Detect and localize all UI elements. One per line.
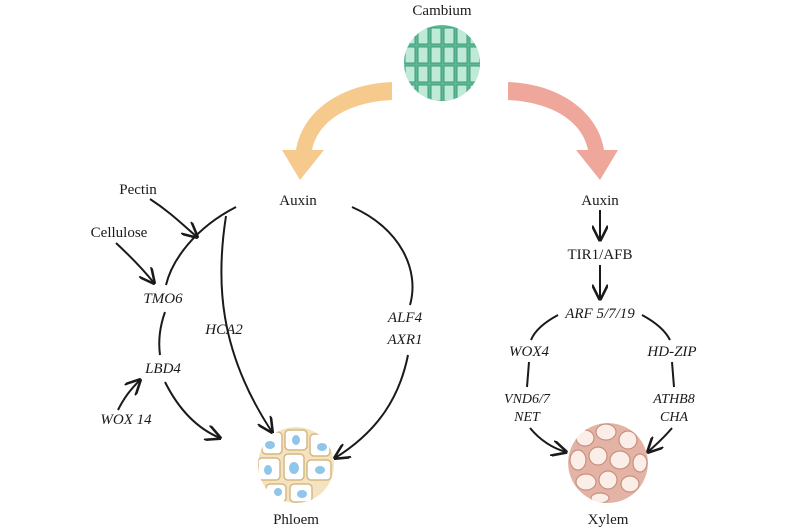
- phloem-label: Phloem: [273, 512, 319, 528]
- cellulose-arrow: [115, 242, 154, 283]
- axr1-label: AXR1: [387, 332, 423, 348]
- net-label: NET: [513, 410, 541, 425]
- arf-to-hdzip-line: [641, 314, 671, 341]
- left-curved-arrow: [282, 82, 392, 180]
- alf4-label: ALF4: [387, 310, 423, 326]
- auxin-left-label: Auxin: [279, 193, 317, 209]
- tmo6-label: TMO6: [143, 291, 183, 307]
- hdzip-to-athb8-line: [671, 361, 675, 388]
- right-curved-arrow: [508, 82, 618, 180]
- lbd4-to-phloem-arrow: [164, 381, 220, 438]
- pectin-arrow: [149, 198, 197, 237]
- hd-zip-label: HD-ZIP: [646, 344, 696, 360]
- auxin-right-label: Auxin: [581, 193, 619, 209]
- athb8-to-xylem-arrow: [648, 427, 673, 452]
- xylem-pathway-lines: [526, 210, 675, 452]
- wox4-label: WOX4: [509, 344, 549, 360]
- auxin-to-lbd4-arc: [165, 206, 237, 286]
- cha-label: CHA: [660, 410, 688, 425]
- cellulose-label: Cellulose: [91, 225, 148, 241]
- phloem-pathway-lines: [115, 198, 414, 458]
- athb8-label: ATHB8: [652, 392, 694, 407]
- cambium-label: Cambium: [412, 3, 471, 19]
- vnd-to-xylem-arrow: [529, 427, 566, 452]
- wox14-label: WOX 14: [100, 412, 152, 428]
- vnd67-label: VND6/7: [504, 392, 551, 407]
- tir1-afb-label: TIR1/AFB: [567, 247, 632, 263]
- alf4-to-phloem-arrow: [335, 354, 409, 458]
- phloem-cell-icon: [258, 427, 334, 503]
- hca2-label: HCA2: [204, 322, 243, 338]
- tmo6-lbd4-line: [158, 311, 166, 356]
- arf-to-wox4-line: [530, 314, 559, 341]
- arf-label: ARF 5/7/19: [564, 306, 635, 322]
- cambium-cell-icon: [404, 25, 480, 101]
- wox4-to-vnd-line: [526, 361, 530, 388]
- xylem-label: Xylem: [588, 512, 629, 528]
- lbd4-label: LBD4: [144, 361, 181, 377]
- hca2-arrow: [220, 215, 272, 432]
- pectin-label: Pectin: [119, 182, 157, 198]
- alf4-axr1-arc: [351, 206, 414, 306]
- wox14-arrow: [117, 380, 140, 411]
- xylem-cell-icon: [568, 423, 648, 503]
